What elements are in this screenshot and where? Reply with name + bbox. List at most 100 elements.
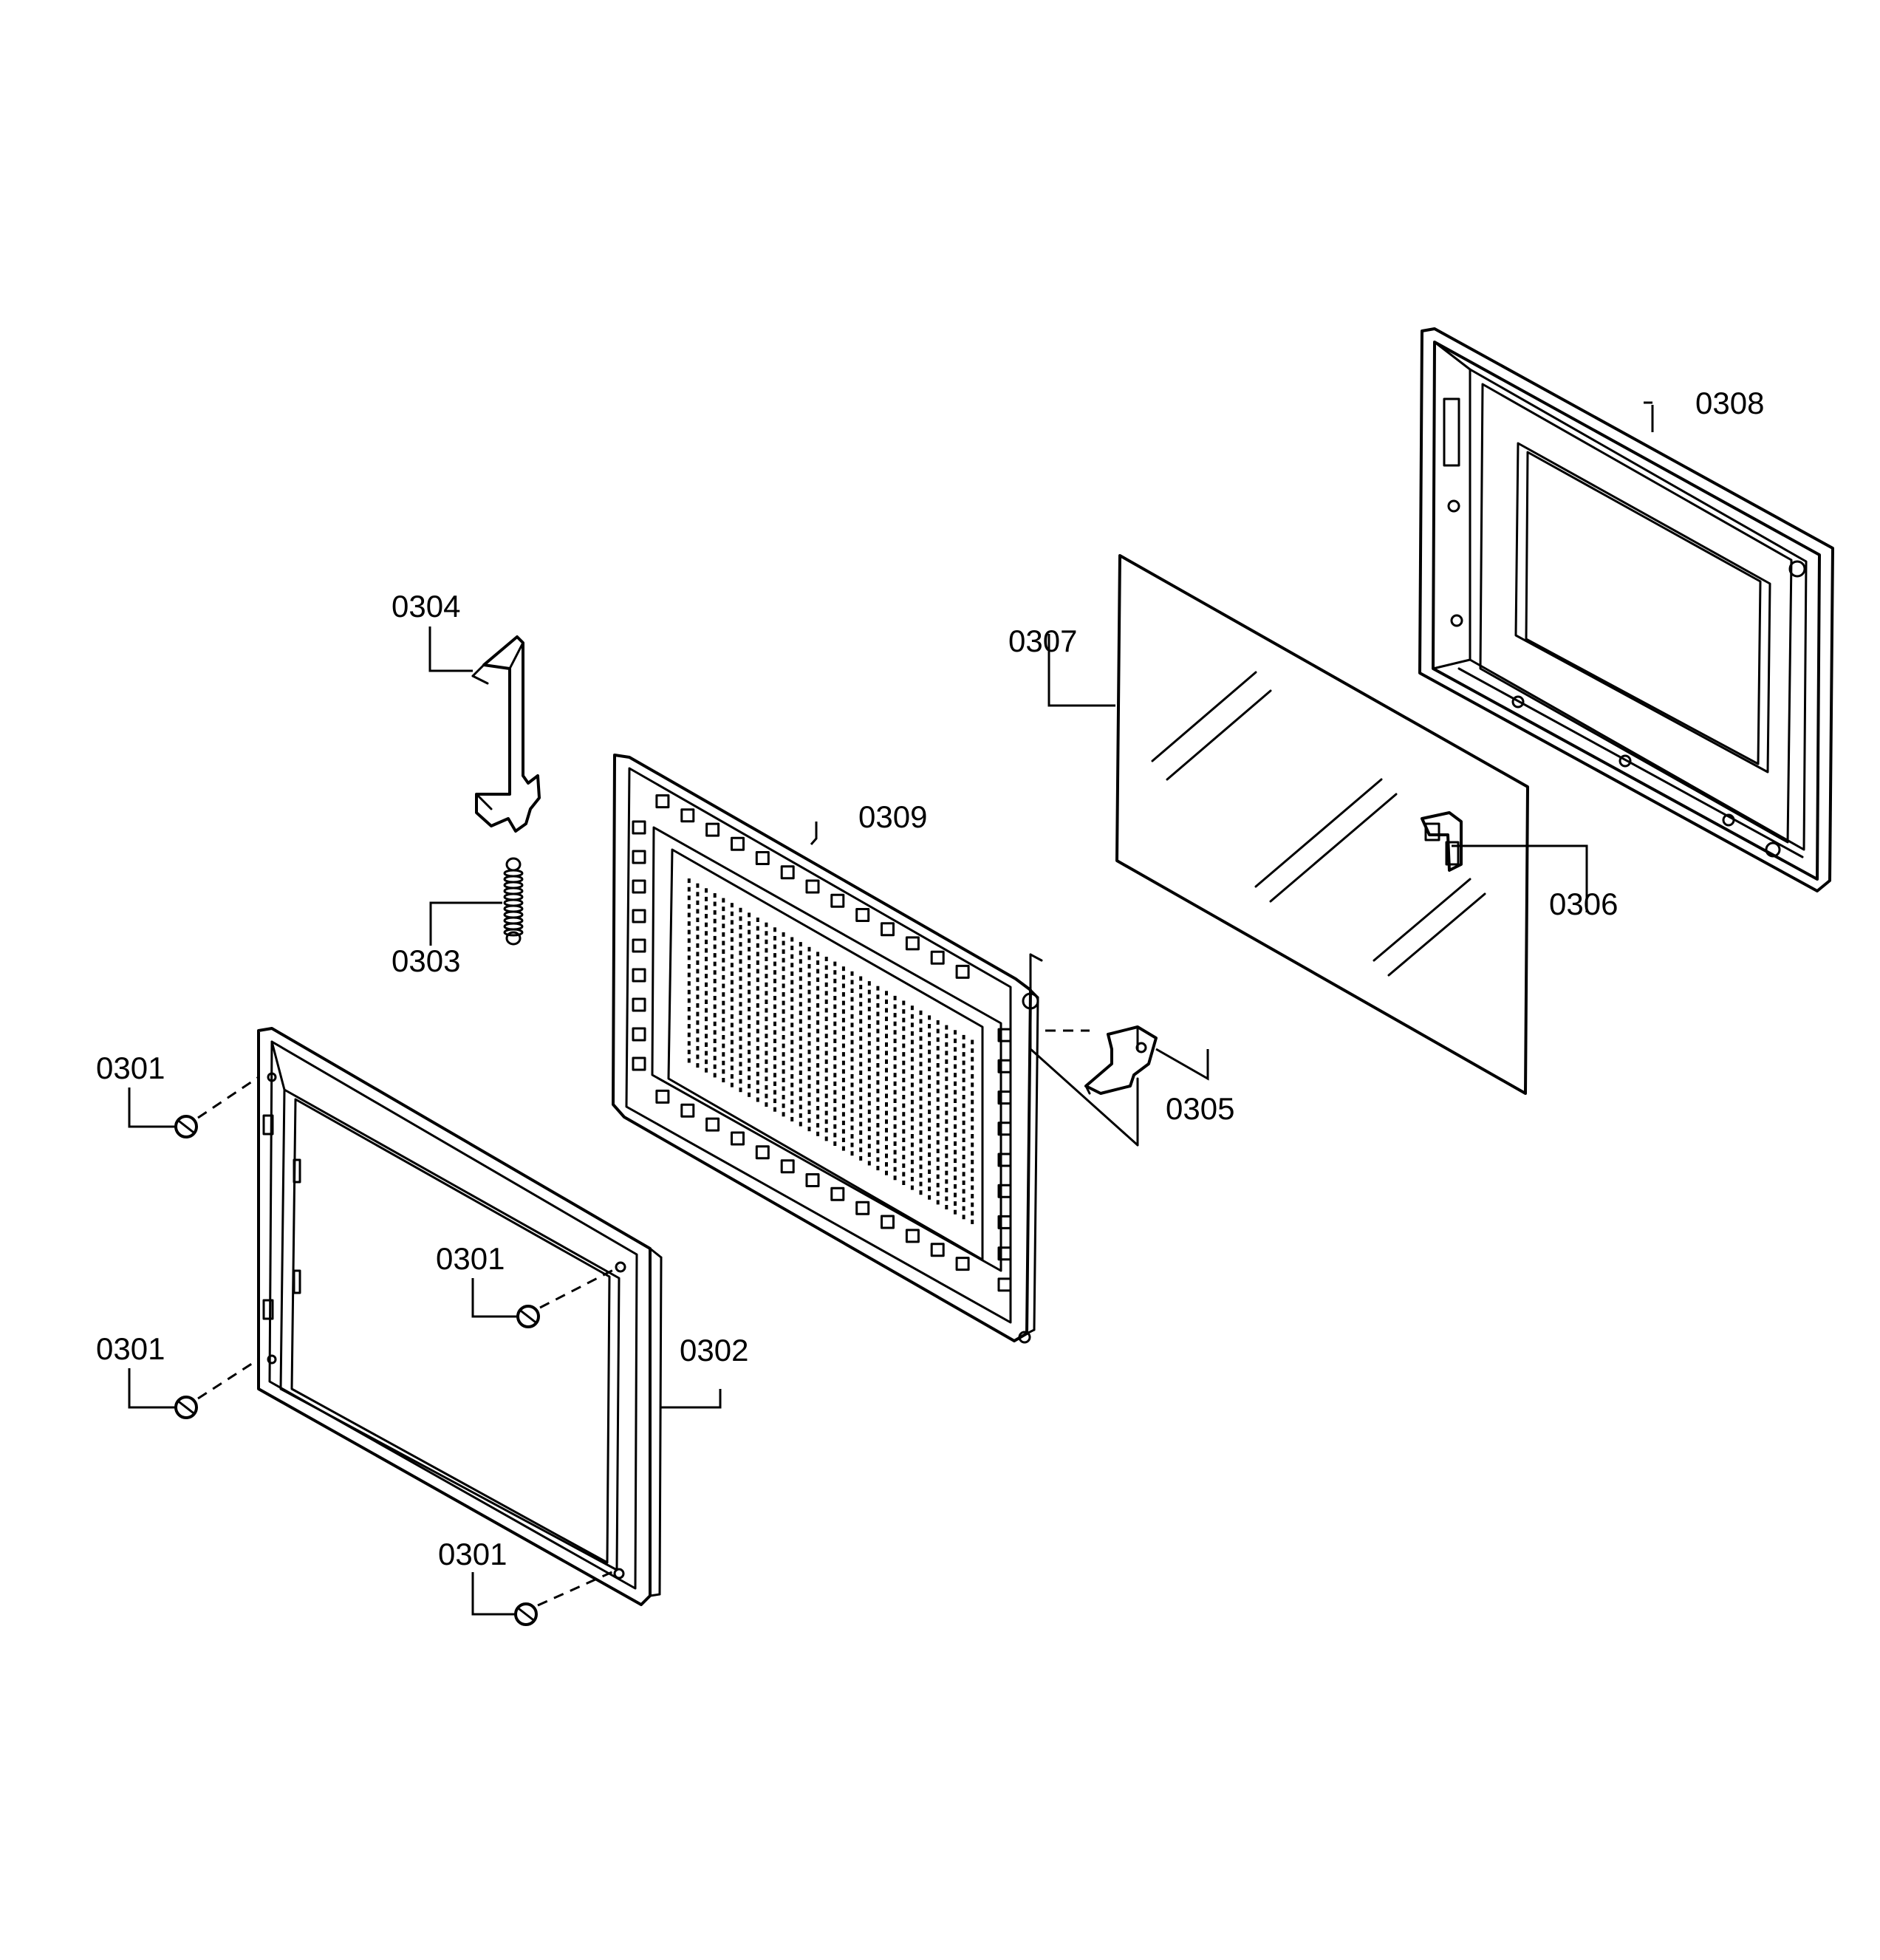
mesh-hole (885, 1144, 888, 1150)
mesh-hole (824, 991, 828, 996)
mesh-hole (765, 931, 768, 936)
mesh-hole (687, 1041, 691, 1046)
mesh-hole (687, 938, 691, 943)
mesh-hole (954, 1056, 957, 1060)
mesh-hole (945, 1059, 948, 1064)
mesh-hole (954, 1209, 957, 1215)
mesh-hole (971, 1159, 974, 1164)
mesh-hole (782, 1009, 785, 1014)
mesh-hole (876, 1054, 880, 1059)
mesh-hole (696, 1020, 700, 1025)
mesh-hole (696, 969, 700, 974)
mesh-hole (705, 896, 708, 901)
perimeter-slots (632, 794, 1012, 1292)
mesh-hole (790, 1065, 794, 1071)
mesh-hole (765, 1085, 768, 1090)
mesh-hole (748, 1006, 751, 1011)
mesh-hole (876, 1123, 880, 1128)
mesh-hole (859, 976, 863, 981)
mesh-hole (928, 1178, 932, 1183)
mesh-hole (962, 1060, 965, 1065)
mesh-hole (902, 1000, 906, 1005)
mesh-hole (928, 1169, 932, 1174)
mesh-hole (893, 1167, 897, 1172)
mesh-hole (928, 1015, 932, 1020)
mesh-hole (885, 1162, 888, 1167)
mesh-hole (816, 1020, 820, 1025)
mesh-hole (765, 974, 768, 979)
mesh-hole (893, 1150, 897, 1155)
mesh-hole (867, 1109, 871, 1114)
mesh-hole (859, 1071, 863, 1075)
mesh-hole (687, 904, 691, 909)
mesh-hole (850, 1073, 854, 1079)
mesh-hole (962, 1112, 965, 1117)
mesh-hole (928, 1032, 932, 1037)
mesh-hole (833, 970, 837, 975)
mesh-hole (945, 1102, 948, 1107)
mesh-hole (945, 1085, 948, 1090)
mesh-hole (885, 1102, 888, 1107)
mesh-hole (705, 1068, 708, 1073)
mesh-hole (841, 1026, 845, 1031)
mesh-hole (756, 1063, 759, 1068)
mesh-hole (876, 1020, 880, 1025)
mesh-hole (902, 1146, 906, 1151)
mesh-hole (773, 1030, 776, 1035)
mesh-hole (713, 953, 717, 958)
mesh-hole (748, 946, 751, 952)
mesh-hole (928, 1075, 932, 1080)
mesh-hole (790, 1048, 794, 1054)
mesh-hole (799, 985, 802, 990)
mesh-hole (971, 1142, 974, 1147)
mesh-hole (902, 1043, 906, 1048)
mesh-hole (928, 1066, 932, 1071)
mesh-hole (893, 1038, 897, 1043)
mesh-hole (756, 1097, 759, 1102)
mesh-hole (730, 1014, 734, 1019)
mesh-hole (799, 1002, 802, 1007)
mesh-hole (954, 1047, 957, 1052)
mesh-hole (748, 1024, 751, 1029)
mesh-hole (833, 961, 837, 966)
mesh-hole (705, 957, 708, 962)
mesh-hole (748, 1058, 751, 1063)
door-slot (632, 968, 646, 983)
mesh-hole (782, 1095, 785, 1100)
mesh-hole (962, 1034, 965, 1039)
mesh-hole (910, 1125, 914, 1130)
screw-3 (516, 1266, 620, 1328)
label-0307: 0307 (1008, 624, 1077, 658)
mesh-hole (850, 1116, 854, 1121)
mesh-hole (790, 1039, 794, 1045)
mesh-hole (730, 1056, 734, 1062)
mesh-hole (807, 1032, 811, 1037)
door-slot (855, 908, 870, 922)
mesh-hole (962, 1069, 965, 1074)
mesh-hole (893, 1133, 897, 1138)
door-slot (855, 1201, 870, 1215)
mesh-hole (867, 1144, 871, 1149)
mesh-hole (782, 1000, 785, 1005)
mesh-hole (765, 957, 768, 961)
mesh-hole (782, 966, 785, 972)
mesh-hole (782, 974, 785, 980)
mesh-hole (730, 1039, 734, 1045)
mesh-hole (748, 955, 751, 960)
mesh-hole (954, 1081, 957, 1086)
mesh-hole (885, 991, 888, 996)
mesh-hole (919, 1181, 923, 1186)
door-slot (830, 893, 845, 908)
mesh-hole (859, 1121, 863, 1127)
door-slot (655, 1089, 670, 1104)
mesh-hole (739, 933, 742, 938)
mesh-hole (954, 1030, 957, 1035)
mesh-hole (919, 1045, 923, 1050)
mesh-hole (841, 1103, 845, 1108)
mesh-hole (859, 993, 863, 998)
mesh-hole (876, 1080, 880, 1085)
mesh-hole (713, 987, 717, 992)
mesh-hole (824, 1059, 828, 1065)
mesh-hole (824, 1076, 828, 1082)
part-0302-front-door-frame (257, 1027, 663, 1606)
